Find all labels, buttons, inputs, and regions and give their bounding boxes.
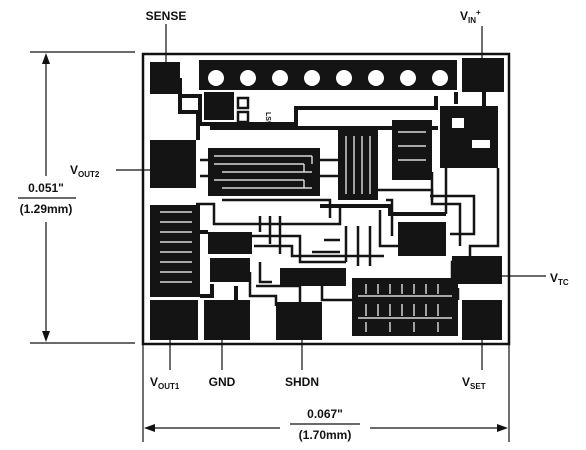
gnd-pad: [204, 300, 250, 340]
width-arrowhead-left: [144, 424, 155, 432]
leader-lines: [116, 24, 546, 370]
vin-label: VIN+: [460, 8, 481, 25]
gnd-label: GND: [209, 375, 236, 389]
resistor-array-body: [352, 278, 458, 336]
width-mm: (1.70mm): [299, 428, 352, 442]
vtc-pad: [452, 256, 502, 284]
vtc-label: VTC: [550, 271, 569, 287]
vout2-pad: [150, 140, 196, 188]
height-dimension: 0.051" (1.29mm): [18, 51, 135, 344]
pin-labels: SENSE VIN+ VOUT2 VTC VOUT1 GND SHDN VSET: [70, 8, 569, 391]
contact-square-1: [236, 96, 250, 110]
width-dimension: 0.067" (1.70mm): [142, 343, 510, 442]
mid-right-block: [398, 222, 446, 256]
vin-pad: [462, 58, 504, 92]
width-arrowhead-right: [497, 424, 508, 432]
right-upper-block: [440, 106, 498, 168]
chip-die: LS91: [141, 52, 511, 346]
vout2-label: VOUT2: [70, 163, 100, 179]
height-arrowhead-top: [42, 53, 50, 64]
width-inches: 0.067": [307, 407, 343, 421]
lower-mid-block: [280, 268, 346, 286]
left-transistor-block: [150, 205, 200, 297]
vset-label: VSET: [462, 375, 486, 391]
vout1-label: VOUT1: [150, 375, 180, 391]
bottom-resistor-array: [352, 278, 458, 336]
top-pad-row: [199, 60, 457, 90]
height-arrowhead-bottom: [42, 331, 50, 342]
vset-pad: [462, 300, 502, 340]
shdn-pad: [276, 302, 322, 340]
shdn-label: SHDN: [285, 375, 319, 389]
left-block-body: [150, 205, 200, 297]
height-mm: (1.29mm): [20, 202, 73, 216]
vertical-stripe-block: [338, 130, 378, 200]
height-inches: 0.051": [28, 181, 64, 195]
interconnect-traces: [178, 78, 500, 306]
lower-left-block: [210, 258, 250, 282]
mid-left-block: [208, 232, 252, 254]
sense-pad: [150, 62, 180, 94]
upper-left-block: [204, 92, 234, 120]
die-marking: LS91: [264, 112, 271, 129]
central-serpentine: [208, 148, 320, 196]
top-pad-strip: [199, 60, 457, 90]
sense-label: SENSE: [146, 9, 187, 23]
vout1-pad: [150, 300, 198, 340]
contact-square-2: [236, 110, 250, 124]
